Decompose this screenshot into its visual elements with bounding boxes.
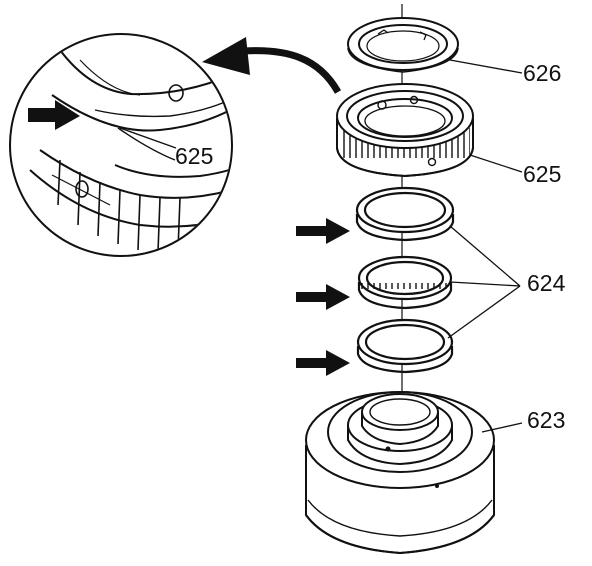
part-626-washer [347,17,459,73]
label-625: 625 [523,161,562,187]
part-624-ring-top [355,186,455,242]
leader-625 [469,154,523,173]
leader-623 [481,422,523,433]
label-626: 626 [523,60,562,86]
label-623: 623 [527,407,566,433]
inset-detail-circle [9,33,233,257]
label-624: 624 [527,270,566,296]
arrow-icon [296,284,350,310]
leaders-624 [447,225,521,339]
arrow-icon [296,218,350,244]
inset-label-625: 625 [175,143,214,169]
part-623-housing [305,391,495,555]
curved-arrow-icon [202,37,342,94]
arrow-icon [296,350,350,376]
part-625-bearing [336,83,474,178]
part-624-ring-middle [357,255,453,310]
part-624-ring-bottom [356,318,454,374]
leader-626 [449,59,523,74]
arrow-icon [28,100,80,130]
